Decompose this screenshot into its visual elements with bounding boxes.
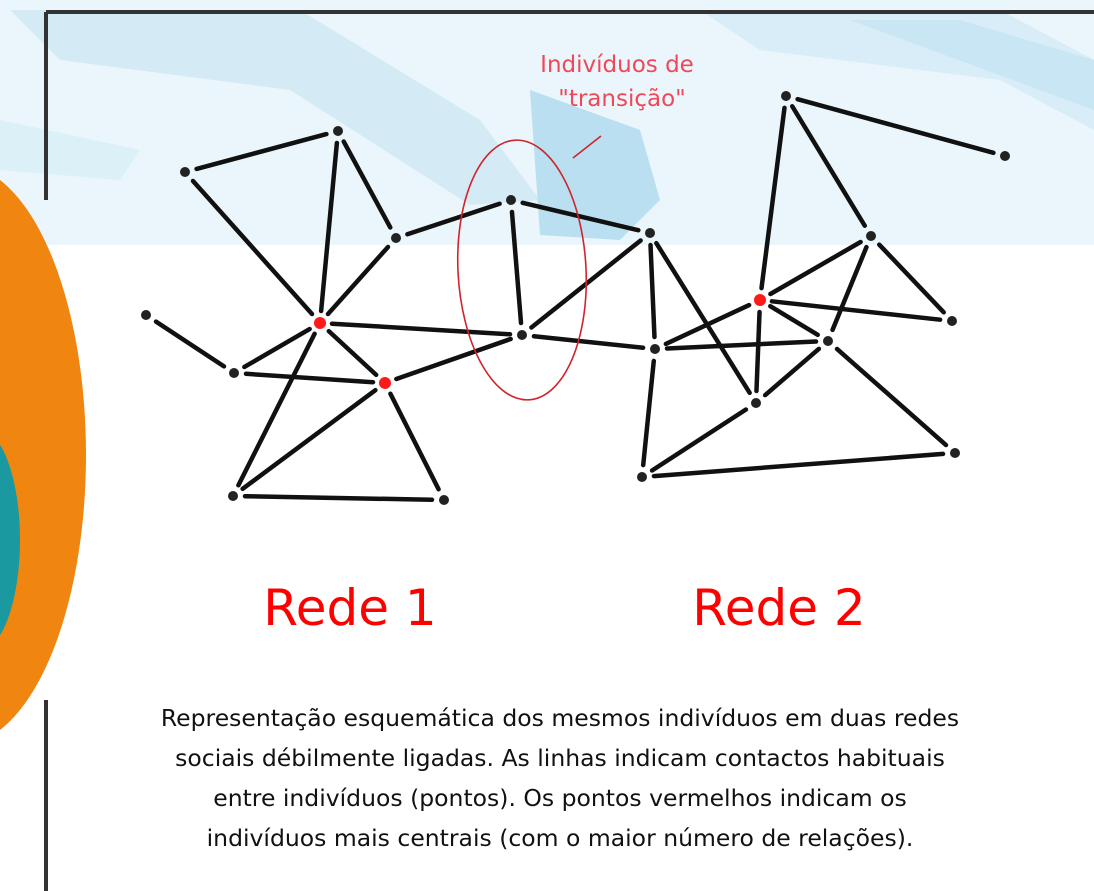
network-edges (153, 96, 996, 503)
network-edge (663, 302, 752, 347)
network-edge (768, 303, 820, 338)
network-edge (640, 358, 657, 468)
network-node (947, 316, 957, 326)
network-node (141, 310, 151, 320)
network-node (1000, 151, 1010, 161)
central-node (314, 317, 326, 329)
network-node (180, 167, 190, 177)
network-node (439, 495, 449, 505)
transition-highlight (456, 135, 602, 401)
annotation-line-1: Indivíduos de (540, 52, 694, 78)
network-node (650, 344, 660, 354)
network-node (229, 368, 239, 378)
central-node (754, 294, 766, 306)
frame-border (44, 10, 1094, 891)
network-edge (242, 326, 312, 370)
network-edge (877, 242, 946, 315)
network-edge (768, 239, 863, 297)
network-edge (762, 346, 822, 398)
decorative-circle (0, 180, 86, 730)
network-edge (520, 200, 641, 233)
network-node (228, 491, 238, 501)
network-edge (648, 242, 657, 340)
network-edge (153, 319, 227, 369)
network-edge (236, 331, 317, 488)
network-edge (834, 346, 949, 448)
network-edge (194, 131, 329, 172)
network-edge (242, 493, 435, 503)
network-edge (789, 104, 868, 228)
network-node (751, 398, 761, 408)
network-edge (509, 209, 524, 326)
network-edge (795, 96, 996, 156)
network-label-rede-1: Rede 1 (263, 579, 436, 637)
transition-ellipse (456, 139, 588, 401)
network-node (637, 472, 647, 482)
network-edge (769, 299, 943, 322)
network-label-rede-2: Rede 2 (692, 579, 865, 637)
network-edge (405, 201, 502, 237)
network-edge (651, 451, 946, 479)
network-node (333, 126, 343, 136)
annotation-line-2: "transição" (558, 86, 686, 112)
network-edge (531, 334, 646, 350)
network-node (781, 91, 791, 101)
central-node (379, 377, 391, 389)
network-node (517, 330, 527, 340)
network-edge (325, 244, 391, 317)
caption-line-4: indivíduos mais centrais (com o maior nú… (207, 824, 914, 852)
network-edge (394, 336, 513, 382)
network-edge (754, 309, 762, 394)
network-edge (664, 339, 819, 351)
network-edge (240, 387, 378, 492)
network-edge (243, 371, 376, 385)
network-edge (329, 321, 513, 337)
network-node (823, 336, 833, 346)
network-edge (326, 328, 379, 378)
network-node (391, 233, 401, 243)
network-edge (318, 140, 340, 314)
caption-line-2: sociais débilmente ligadas. As linhas in… (175, 744, 945, 772)
network-node (950, 448, 960, 458)
background-arrows (0, 0, 1094, 245)
caption-line-3: entre indivíduos (pontos). Os pontos ver… (213, 784, 907, 812)
caption-line-1: Representação esquemática dos mesmos ind… (161, 704, 959, 732)
annotation-pointer (572, 135, 602, 159)
network-node (506, 195, 516, 205)
network-node (645, 228, 655, 238)
network-edge (341, 139, 393, 230)
network-edge (649, 407, 749, 473)
network-edge (759, 105, 787, 291)
network-edge (830, 244, 869, 333)
network-edge (190, 178, 315, 317)
network-edge (654, 240, 752, 396)
network-node (866, 231, 876, 241)
network-edge (388, 391, 441, 492)
network-nodes (141, 91, 1010, 505)
